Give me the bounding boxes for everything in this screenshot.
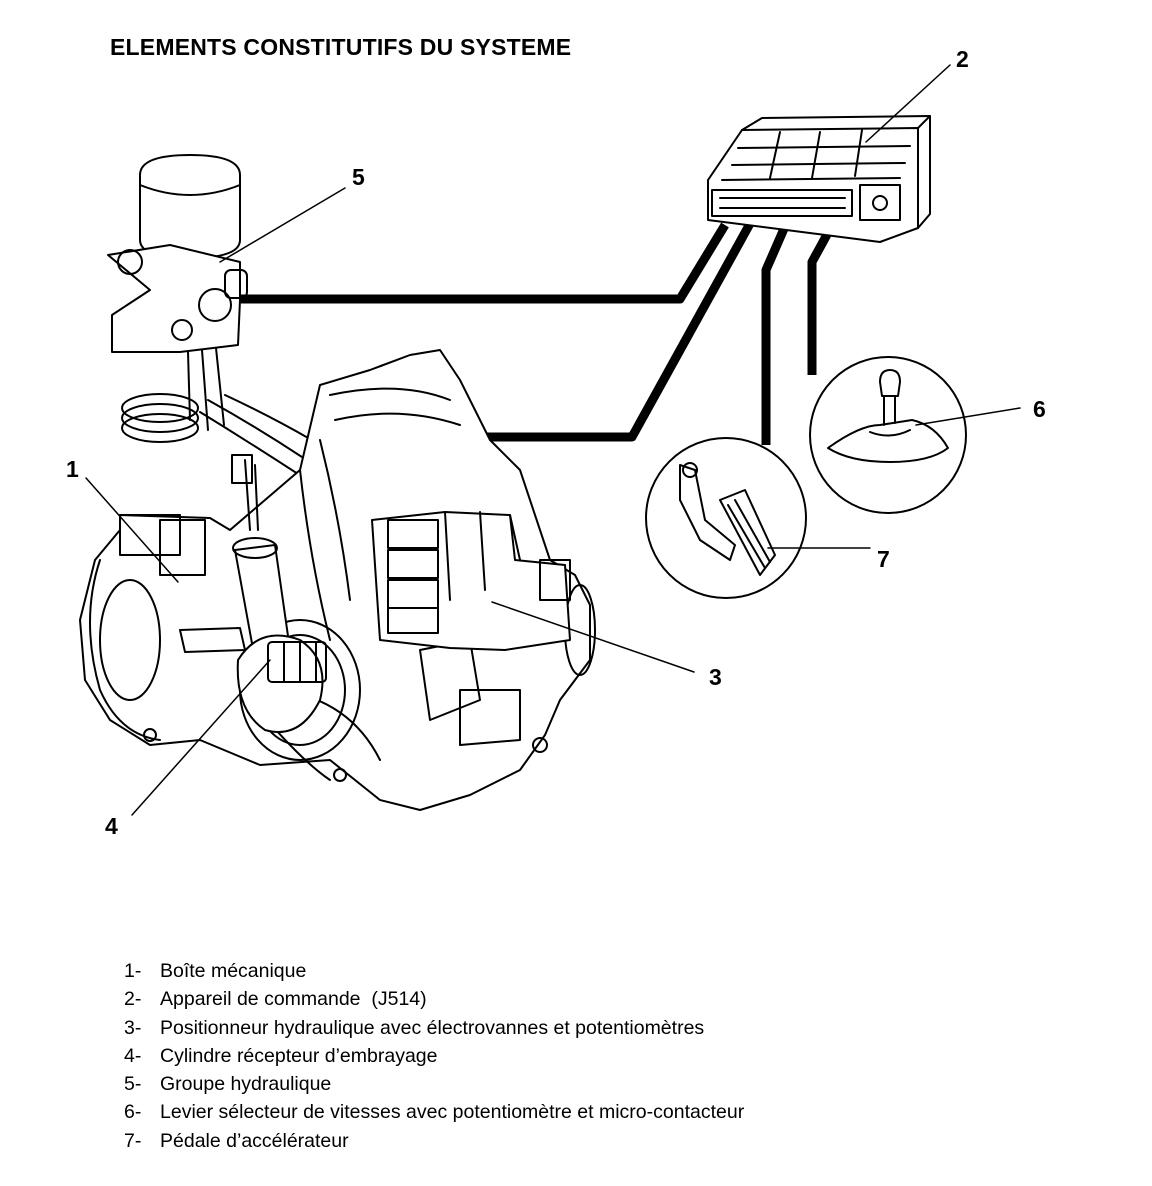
callout-7: 7 — [877, 546, 890, 572]
legend-item: 1-Boîte mécanique — [124, 960, 307, 982]
clutch-cylinder-drawing — [231, 454, 327, 733]
legend-item: 3-Positionneur hydraulique avec électrov… — [124, 1016, 705, 1039]
callout-2: 2 — [956, 46, 969, 72]
leader-2 — [865, 64, 951, 143]
wire-to-hydraulic-group — [236, 222, 729, 304]
leader-1 — [85, 477, 179, 583]
hydraulic-group-drawing — [107, 154, 361, 506]
callout-3: 3 — [709, 664, 722, 690]
legend-item: 5-Groupe hydraulique — [124, 1073, 332, 1096]
wire-to-pedal — [761, 213, 795, 445]
legend-item: 7-Pédale d’accélérateur — [124, 1129, 349, 1152]
callout-1: 1 — [66, 456, 79, 482]
leader-6 — [915, 407, 1021, 426]
legend-list: 1-Boîte mécanique 2-Appareil de commande… — [124, 957, 744, 1155]
leader-5 — [219, 187, 346, 263]
callout-4: 4 — [105, 813, 118, 839]
gear-lever-drawing — [809, 356, 967, 514]
wire-to-gear-lever — [807, 217, 839, 375]
page-title: ELEMENTS CONSTITUTIFS DU SYSTEME — [110, 34, 572, 60]
legend-item: 6-Levier sélecteur de vitesses avec pote… — [124, 1101, 745, 1124]
leader-4 — [131, 659, 271, 816]
leader-lines — [85, 64, 1021, 816]
leader-3 — [491, 601, 695, 673]
positioner-drawing — [371, 511, 571, 651]
accelerator-pedal-drawing — [645, 437, 807, 599]
legend-item: 2-Appareil de commande (J514) — [124, 988, 427, 1011]
legend-item: 4-Cylindre récepteur d’embrayage — [124, 1044, 438, 1067]
control-unit-drawing — [707, 115, 931, 243]
callout-5: 5 — [352, 164, 365, 190]
callout-6: 6 — [1033, 396, 1046, 422]
